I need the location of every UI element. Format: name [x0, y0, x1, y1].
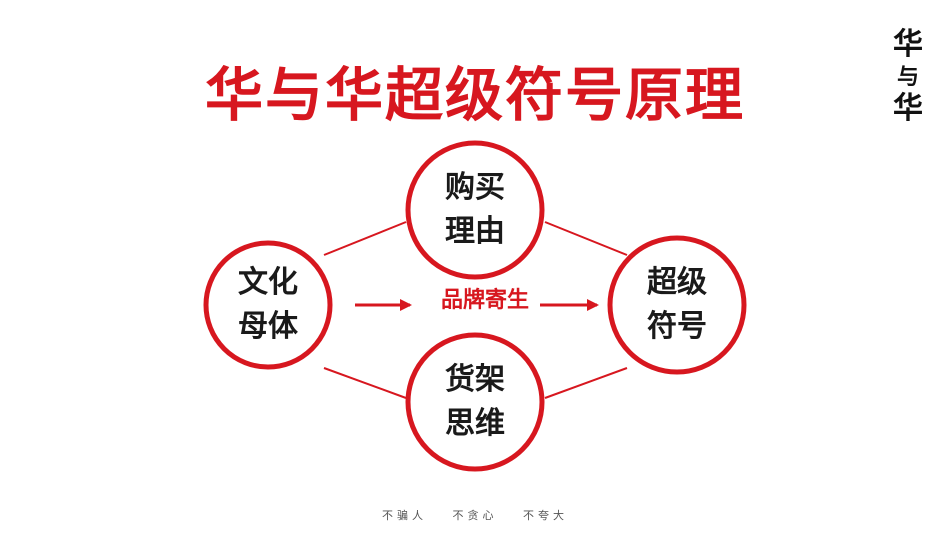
node-left-label: 文化 母体	[208, 261, 328, 349]
connector-left-bottom	[323, 367, 407, 399]
node-right-line2: 符号	[647, 309, 707, 344]
node-top-line1: 购买	[445, 170, 505, 205]
connector-top-right	[544, 221, 628, 256]
logo-char: 与	[896, 64, 919, 90]
footer-slogan: 不夸大	[523, 509, 568, 522]
brand-logo: 华 与 华	[888, 28, 928, 126]
node-bottom-line2: 思维	[445, 406, 505, 441]
node-circle-left	[203, 240, 333, 370]
connector-left-top	[323, 221, 407, 256]
node-top-label: 购买 理由	[415, 166, 535, 254]
footer-slogan: 不贪心	[452, 509, 498, 522]
node-top-line2: 理由	[445, 214, 505, 249]
node-left-line1: 文化	[238, 265, 298, 300]
logo-char: 华	[893, 91, 923, 126]
node-bottom-line1: 货架	[445, 362, 505, 397]
node-circle-right	[607, 235, 747, 375]
connector-bottom-right	[544, 367, 628, 399]
node-right-line1: 超级	[647, 265, 707, 300]
node-bottom-label: 货架 思维	[415, 358, 535, 446]
node-right-label: 超级 符号	[617, 261, 737, 349]
footer-slogans: 不骗人 不贪心 不夸大	[0, 507, 950, 523]
node-circle-top	[405, 140, 545, 280]
footer-slogan: 不骗人	[382, 509, 427, 522]
logo-char: 华	[893, 27, 923, 62]
node-left-line2: 母体	[238, 309, 298, 344]
node-circle-bottom	[405, 332, 545, 472]
mid-label: 品牌寄生	[440, 288, 529, 313]
page-title: 华与华超级符号原理	[204, 61, 745, 129]
